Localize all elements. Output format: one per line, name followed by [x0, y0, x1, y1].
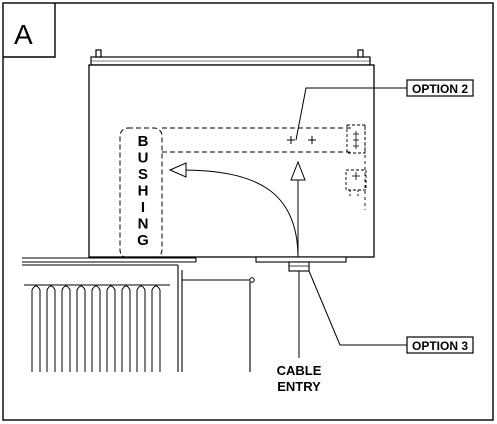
option-3-label: OPTION 3	[412, 339, 468, 353]
option-2-callout: OPTION 2	[295, 79, 474, 141]
base-platform	[22, 257, 197, 266]
bushing-letter: B	[138, 133, 149, 150]
radiator-fin	[121, 285, 131, 372]
radiator-fin	[76, 285, 86, 372]
radiator-fins	[24, 284, 170, 372]
mounting-holes	[287, 136, 316, 144]
support-structure	[177, 265, 252, 372]
bushing-letter: I	[141, 199, 145, 216]
bushing-letter: G	[137, 232, 149, 249]
radiator-fin	[46, 285, 56, 372]
routing-curve	[179, 169, 299, 259]
radiator-fin	[106, 285, 116, 372]
enclosure-body	[88, 64, 375, 258]
cable-entry-label-line1: CABLE	[277, 363, 322, 378]
panel-letter-box: A	[3, 3, 56, 58]
radiator-fin	[136, 285, 146, 372]
curve-arrowhead-icon	[168, 162, 187, 178]
support-rivet	[249, 277, 255, 283]
radiator-fin	[31, 285, 41, 372]
bushing-letter: S	[138, 166, 148, 183]
radiator-fin	[91, 285, 101, 372]
side-component	[345, 124, 367, 210]
option-2-region	[162, 127, 352, 153]
radiator-fin	[61, 285, 71, 372]
cable-entry-label-line2: ENTRY	[277, 379, 321, 394]
bushing-letter: N	[138, 216, 149, 233]
radiator-fin	[151, 285, 161, 372]
bushing-letter: U	[138, 150, 149, 167]
option-2-label: OPTION 2	[412, 82, 468, 96]
option-3-callout: OPTION 3	[308, 270, 474, 354]
bushing-letter: H	[138, 183, 149, 200]
panel-letter: A	[14, 19, 33, 50]
up-arrowhead-icon	[290, 160, 306, 181]
